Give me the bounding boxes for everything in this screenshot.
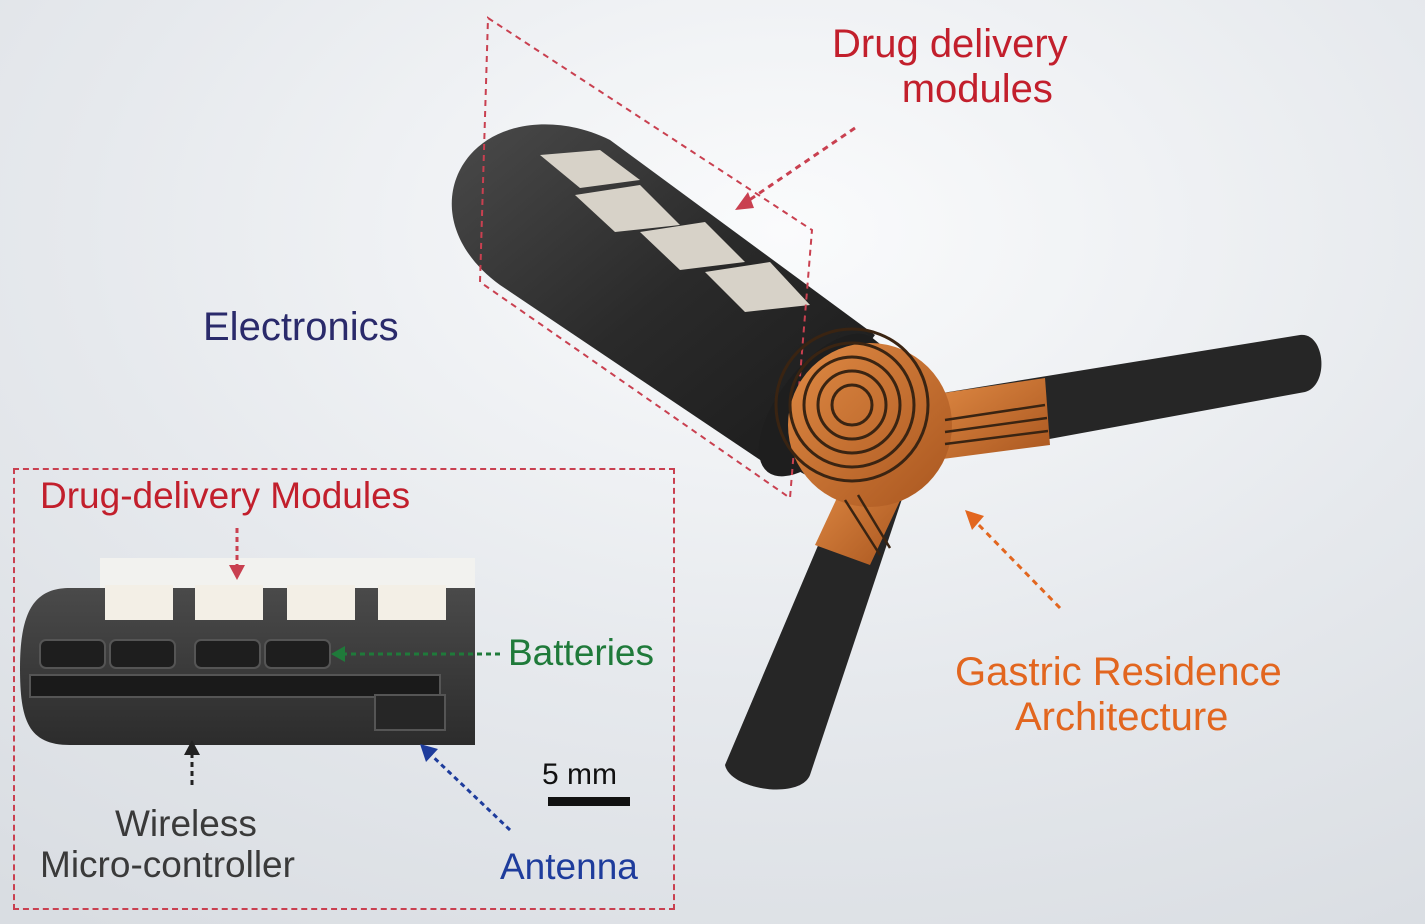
electronics-label: Electronics bbox=[203, 305, 399, 349]
inset-frame bbox=[13, 468, 675, 910]
capsule-module-pads bbox=[540, 150, 810, 312]
inset-cross-section bbox=[20, 558, 475, 745]
modules-highlight-box bbox=[478, 16, 814, 500]
gastric-line2: Architecture bbox=[1015, 694, 1229, 739]
arrow-drug-delivery bbox=[741, 126, 856, 207]
arrow-inset-modules bbox=[229, 528, 245, 580]
gastric-residence-architecture bbox=[725, 327, 1322, 790]
wireless-line2: Micro-controller bbox=[40, 844, 295, 886]
gastric-residence-label: Gastric Residence Architecture bbox=[955, 650, 1282, 740]
wireless-line1: Wireless bbox=[115, 803, 257, 844]
scale-bar-label: 5 mm bbox=[542, 758, 617, 791]
drug-delivery-modules-line2: modules bbox=[901, 66, 1053, 111]
antenna-label: Antenna bbox=[500, 846, 638, 887]
scale-bar bbox=[548, 797, 630, 806]
arrow-gastric bbox=[970, 516, 1062, 610]
arrow-antenna bbox=[420, 744, 512, 832]
inset-title-label: Drug-delivery Modules bbox=[40, 475, 411, 516]
drug-delivery-modules-label: Drug delivery modules bbox=[832, 22, 1068, 112]
wireless-microcontroller-label: Wireless Micro-controller bbox=[40, 803, 295, 886]
arrowhead-drug-delivery bbox=[735, 192, 754, 210]
batteries-label: Batteries bbox=[508, 632, 655, 673]
gastric-line1: Gastric Residence bbox=[955, 650, 1282, 694]
arrow-batteries bbox=[331, 646, 500, 662]
arrow-wireless bbox=[184, 740, 200, 785]
arrowhead-gastric bbox=[965, 510, 984, 530]
drug-delivery-modules-line1: Drug delivery bbox=[832, 22, 1068, 66]
